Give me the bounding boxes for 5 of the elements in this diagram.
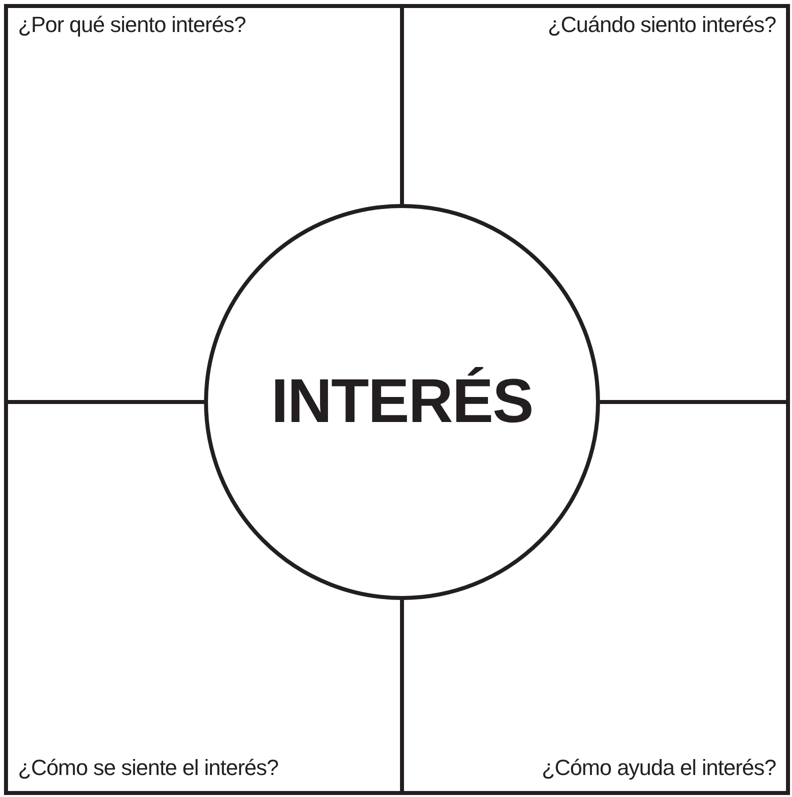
question-text: ¿Cómo se siente el interés? [18, 755, 278, 781]
question-text: ¿Cuándo siento interés? [548, 12, 776, 38]
question-text: ¿Cómo ayuda el interés? [542, 755, 776, 781]
center-title: INTERÉS [271, 367, 533, 437]
question-text: ¿Por qué siento interés? [18, 12, 246, 38]
